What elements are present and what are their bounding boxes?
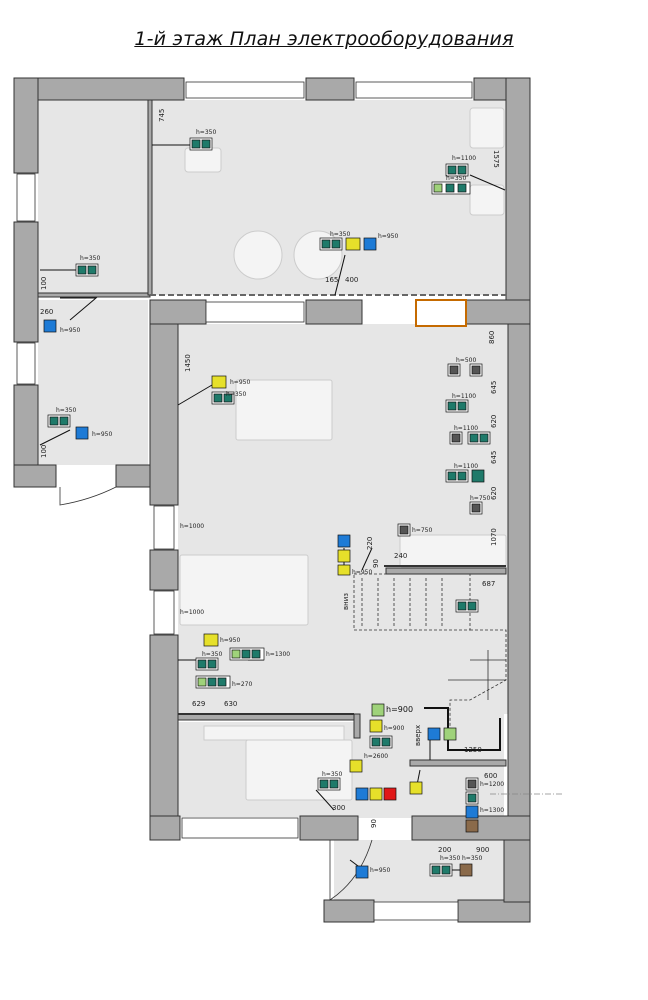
dimension: 220: [366, 537, 374, 550]
staircase: [353, 573, 507, 751]
switch-row: [427, 727, 457, 741]
door-frame: [415, 299, 467, 327]
dimension: 630: [224, 700, 237, 708]
dimension: 300: [332, 804, 345, 812]
switch-row: [355, 781, 423, 801]
dimension: 645: [490, 451, 498, 464]
height-label: h=900: [384, 725, 404, 732]
dimension: 90: [372, 559, 380, 568]
height-label: h=1200: [480, 781, 504, 788]
switch-cluster: [211, 375, 235, 405]
dimension: 1575: [492, 150, 500, 168]
height-label: h=1000: [180, 523, 204, 530]
dimension: 400: [345, 276, 358, 284]
page-title: 1-й этаж План электрооборудования: [134, 28, 514, 50]
windows: [16, 81, 473, 921]
height-label: h=1100: [452, 155, 476, 162]
dimension: 90: [370, 819, 378, 828]
switch-cluster: [319, 237, 377, 251]
height-label: h=1000: [180, 609, 204, 616]
dimension: 600: [484, 772, 497, 780]
partitions: [150, 294, 506, 715]
dimension: 1070: [490, 528, 498, 546]
dimension: 900: [476, 846, 489, 854]
dimension: 165: [325, 276, 338, 284]
height-label: h=350: [196, 129, 216, 136]
height-label: h=350: [330, 231, 350, 238]
dimension-labels: 745 1575 1450 165 400 260 100 100 860 64…: [40, 109, 500, 854]
dimension: 745: [158, 109, 166, 122]
height-label: h=500: [456, 357, 476, 364]
switch-cluster: [195, 633, 265, 689]
socket-pair: [455, 599, 479, 613]
dimension: 645: [490, 381, 498, 394]
walls: [13, 77, 531, 923]
height-label: h=350: [56, 407, 76, 414]
height-label: h=1100: [454, 425, 478, 432]
socket-pair: [47, 414, 89, 440]
socket-column: [465, 777, 479, 833]
dimension: 200: [438, 846, 451, 854]
socket-single: [397, 523, 411, 537]
socket-cluster: [429, 863, 473, 877]
dimension: 1450: [184, 354, 192, 372]
dimension: 687: [482, 580, 495, 588]
socket-pair: [189, 137, 213, 151]
height-label: h=950: [378, 233, 398, 240]
height-label: h=950: [220, 637, 240, 644]
socket-column: [445, 363, 491, 515]
socket-cluster: [431, 163, 471, 195]
height-label: h=350: [446, 175, 466, 182]
dimension: 1250: [464, 746, 482, 754]
switch-column: [337, 534, 351, 576]
dimension: 240: [394, 552, 407, 560]
dimension: 260: [40, 308, 53, 316]
height-label: h=350: [462, 855, 482, 862]
height-labels: h=350 h=350 h=1100 h=350 h=350 h=950 h=9…: [56, 129, 504, 874]
dimension: 629: [192, 700, 205, 708]
height-label: h=270: [232, 681, 252, 688]
height-label: h=1300: [480, 807, 504, 814]
stair-label: вниз: [342, 593, 350, 610]
height-label: h=350: [322, 771, 342, 778]
height-label: h=950: [60, 327, 80, 334]
height-label: h=750: [412, 527, 432, 534]
height-label: h=1300: [266, 651, 290, 658]
door-swings: [37, 300, 373, 901]
socket-pair: [317, 777, 341, 791]
dimension: 100: [40, 445, 48, 458]
stair-label: вверх: [414, 725, 422, 746]
dimension: 860: [488, 331, 496, 344]
height-label: h=750: [470, 495, 490, 502]
height-label: h=350: [440, 855, 460, 862]
socket-pair: [75, 263, 99, 277]
height-label: h=1100: [452, 393, 476, 400]
switch-single: [355, 865, 369, 879]
dimension: 620: [490, 415, 498, 428]
height-label: h=950: [92, 431, 112, 438]
height-label: h=350: [226, 391, 246, 398]
height-label: h=950: [370, 867, 390, 874]
height-label: h=950: [230, 379, 250, 386]
height-label: h=350: [202, 651, 222, 658]
height-label: h=950: [352, 569, 372, 576]
height-label: h=350: [80, 255, 100, 262]
height-label: h=900: [386, 705, 413, 714]
dimension: 100: [40, 277, 48, 290]
height-label: h=1100: [454, 463, 478, 470]
dimension: 620: [490, 487, 498, 500]
devices: [43, 137, 491, 879]
switch-column: [349, 703, 393, 773]
socket-pair: [43, 319, 57, 333]
height-label: h=2600: [364, 753, 388, 760]
